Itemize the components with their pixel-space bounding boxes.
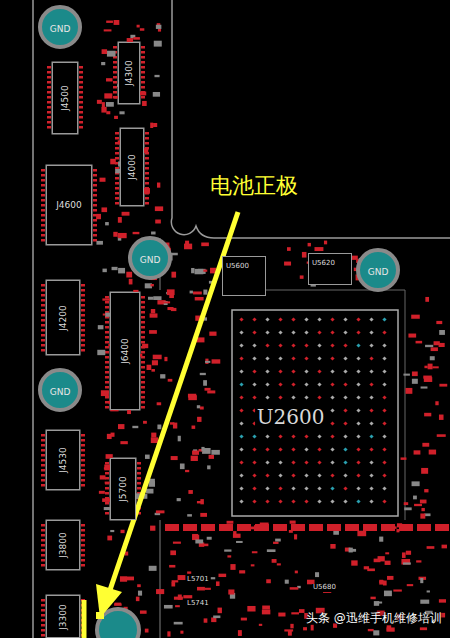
connector-box: J4300 — [118, 42, 140, 104]
gnd-holes — [97, 609, 139, 638]
part-name: J6400 — [121, 338, 130, 364]
part-name: J4600 — [56, 201, 82, 210]
component-pads — [41, 20, 449, 638]
connector-box: J6400 — [110, 292, 140, 410]
callout-label: 电池正极 — [210, 174, 298, 198]
connector-box: J4530 — [46, 430, 80, 490]
part-name: J3300 — [59, 604, 68, 630]
connector-box: J4200 — [46, 280, 80, 355]
connector-box: J4500 — [52, 62, 78, 134]
connector-box: J5700 — [110, 458, 136, 520]
gnd-label: GND — [140, 256, 161, 265]
connector-box: J3300 — [46, 595, 80, 638]
part-name: J4300 — [125, 60, 134, 86]
bga-balls — [232, 310, 398, 516]
part-name: J4200 — [59, 305, 68, 331]
gnd-pad: GND — [128, 236, 172, 280]
watermark: 头条 @迅维手机维修培训 — [306, 612, 442, 625]
part-name: U2600 — [255, 407, 327, 427]
gnd-label: GND — [50, 25, 71, 34]
part-name: J4530 — [59, 447, 68, 473]
part-name: L5741 — [186, 600, 210, 608]
gnd-pad: GND — [356, 248, 400, 292]
connector-box: J4600 — [46, 165, 92, 245]
callout-arrow — [84, 212, 238, 638]
part-name: J4000 — [128, 154, 137, 180]
part-name: J3800 — [59, 532, 68, 558]
connector-box: J4000 — [120, 128, 144, 206]
connector-box: U5620 — [308, 253, 352, 285]
chip-outline: U2600 — [228, 305, 402, 520]
gnd-label: GND — [368, 268, 389, 277]
connector-box: J3800 — [46, 520, 80, 570]
part-name: J5700 — [119, 476, 128, 502]
part-name: U5620 — [312, 260, 335, 267]
gnd-pad: GND — [38, 368, 82, 412]
board-outline — [33, 0, 450, 638]
part-name: J4500 — [61, 85, 70, 111]
part-name: U5600 — [226, 263, 249, 270]
part-name: L5701 — [186, 576, 210, 584]
gnd-label: GND — [50, 388, 71, 397]
connector-box: U5600 — [222, 256, 266, 296]
part-name: U5680 — [312, 584, 337, 592]
gnd-pad: GND — [38, 5, 82, 49]
